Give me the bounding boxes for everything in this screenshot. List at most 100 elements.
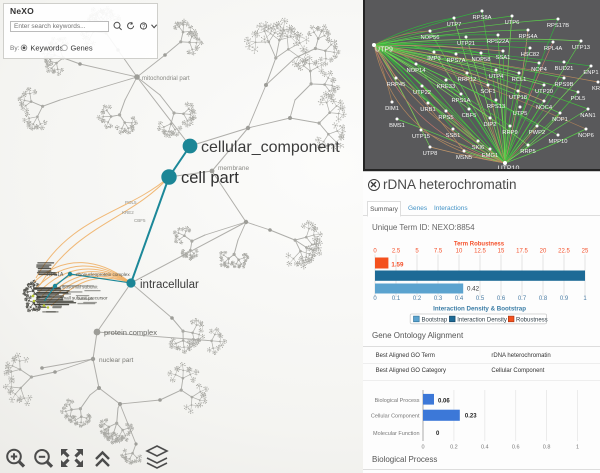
svg-text:1.59: 1.59 xyxy=(391,262,404,269)
svg-text:25: 25 xyxy=(582,249,589,255)
svg-text:RCL1: RCL1 xyxy=(512,77,527,83)
svg-text:RPS4A: RPS4A xyxy=(518,34,537,40)
svg-text:Cellular Component: Cellular Component xyxy=(371,414,420,420)
svg-text:By:: By: xyxy=(10,45,20,52)
svg-text:Keywords: Keywords xyxy=(30,43,63,52)
svg-text:0.2: 0.2 xyxy=(450,445,458,451)
svg-text:UTP6: UTP6 xyxy=(505,20,520,26)
svg-text:22.5: 22.5 xyxy=(558,249,570,255)
svg-text:Interaction Density & Bootstra: Interaction Density & Bootstrap xyxy=(433,306,526,313)
svg-text:RPS17B: RPS17B xyxy=(547,23,569,29)
svg-text:RPL4A: RPL4A xyxy=(544,46,563,52)
svg-text:UTP7: UTP7 xyxy=(447,22,462,28)
svg-text:RPS8A: RPS8A xyxy=(472,15,491,21)
svg-text:BMS1: BMS1 xyxy=(389,123,405,129)
svg-text:?: ? xyxy=(142,24,146,30)
svg-text:NOP4: NOP4 xyxy=(531,67,548,73)
svg-text:CBF5: CBF5 xyxy=(462,113,477,119)
svg-text:12.5: 12.5 xyxy=(474,249,486,255)
svg-text:0.5: 0.5 xyxy=(476,296,485,302)
svg-text:KRE33: KRE33 xyxy=(437,84,455,90)
svg-text:RPS13: RPS13 xyxy=(487,104,505,110)
svg-text:POL5: POL5 xyxy=(571,96,586,102)
svg-text:Term Robustness: Term Robustness xyxy=(454,241,505,247)
svg-text:1: 1 xyxy=(583,296,587,302)
svg-text:5: 5 xyxy=(415,249,419,255)
svg-text:UTP22: UTP22 xyxy=(413,90,431,96)
svg-text:UTP18: UTP18 xyxy=(509,95,527,101)
svg-text:0.42: 0.42 xyxy=(467,286,480,293)
svg-text:0.4: 0.4 xyxy=(455,296,464,302)
svg-text:RRP12: RRP12 xyxy=(458,77,477,83)
svg-text:RRP9: RRP9 xyxy=(502,130,517,136)
svg-text:UTP8: UTP8 xyxy=(423,151,438,157)
svg-text:NOP1: NOP1 xyxy=(552,117,568,123)
svg-text:0.1: 0.1 xyxy=(392,296,401,302)
svg-text:0.7: 0.7 xyxy=(518,296,527,302)
svg-text:0.4: 0.4 xyxy=(481,445,489,451)
svg-text:SKI6: SKI6 xyxy=(472,145,485,151)
svg-text:NOP58: NOP58 xyxy=(471,57,490,63)
svg-text:membrane: membrane xyxy=(218,165,249,172)
svg-text:SSA1: SSA1 xyxy=(496,55,511,61)
svg-text:NOP56: NOP56 xyxy=(420,35,439,41)
svg-text:1: 1 xyxy=(576,445,579,451)
svg-text:0.23: 0.23 xyxy=(465,414,477,420)
svg-text:Bootstrap: Bootstrap xyxy=(422,318,448,324)
svg-text:DIM1: DIM1 xyxy=(385,106,399,112)
svg-text:PWP2: PWP2 xyxy=(529,130,545,136)
svg-text:IMP3: IMP3 xyxy=(427,56,441,62)
svg-text:0.8: 0.8 xyxy=(539,296,548,302)
svg-text:7.5: 7.5 xyxy=(434,249,443,255)
svg-text:17.5: 17.5 xyxy=(516,249,528,255)
svg-text:0.8: 0.8 xyxy=(543,445,551,451)
svg-text:ENP1: ENP1 xyxy=(583,70,598,76)
svg-text:RPS1A: RPS1A xyxy=(451,98,470,104)
svg-text:NOP14: NOP14 xyxy=(406,68,426,74)
svg-text:Biological Process: Biological Process xyxy=(375,398,420,404)
svg-text:UTP20: UTP20 xyxy=(535,89,553,95)
svg-text:UTP21: UTP21 xyxy=(457,41,475,47)
svg-text:URB1: URB1 xyxy=(420,107,435,113)
svg-text:RRP45: RRP45 xyxy=(387,82,406,88)
svg-text:2.5: 2.5 xyxy=(392,249,401,255)
svg-text:MSN5: MSN5 xyxy=(456,155,472,161)
svg-text:ribosomal subunit: ribosomal subunit xyxy=(60,285,98,291)
svg-text:0.9: 0.9 xyxy=(560,296,569,302)
svg-text:15: 15 xyxy=(498,249,505,255)
svg-text:ribonucleoprotein complex: ribonucleoprotein complex xyxy=(76,272,130,277)
svg-text:RPS9B: RPS9B xyxy=(554,82,573,88)
svg-text:0.6: 0.6 xyxy=(512,445,520,451)
svg-text:SSB1: SSB1 xyxy=(446,133,461,139)
svg-text:Molecular Function: Molecular Function xyxy=(373,431,419,437)
svg-text:cell part: cell part xyxy=(181,169,239,187)
svg-text:UTP5: UTP5 xyxy=(513,111,528,117)
svg-text:RPS1A: RPS1A xyxy=(47,272,64,278)
svg-text:cellular_component: cellular_component xyxy=(201,139,340,156)
svg-text:20: 20 xyxy=(540,249,547,255)
svg-text:SOF1: SOF1 xyxy=(480,89,495,95)
svg-text:KRE2: KRE2 xyxy=(122,210,134,215)
svg-text:RPS7A: RPS7A xyxy=(446,58,465,64)
svg-text:0.2: 0.2 xyxy=(413,296,422,302)
svg-text:0.3: 0.3 xyxy=(434,296,443,302)
svg-text:nuclear part: nuclear part xyxy=(99,357,134,364)
svg-text:small subunit precursor: small subunit precursor xyxy=(60,296,108,301)
svg-text:0: 0 xyxy=(436,431,440,437)
svg-text:protein complex: protein complex xyxy=(104,328,157,337)
svg-text:Robustness: Robustness xyxy=(516,318,548,324)
svg-text:RPS5: RPS5 xyxy=(438,115,453,121)
svg-text:UTP10: UTP10 xyxy=(498,166,520,171)
svg-text:KRE: KRE xyxy=(592,86,600,92)
svg-text:RRP5: RRP5 xyxy=(520,149,535,155)
svg-text:RPS22A: RPS22A xyxy=(487,39,509,45)
svg-text:MPP10: MPP10 xyxy=(548,139,567,145)
svg-text:intracellular: intracellular xyxy=(140,279,199,291)
svg-text:DIP2: DIP2 xyxy=(484,122,497,128)
svg-text:EMG1: EMG1 xyxy=(482,153,498,159)
svg-text:0: 0 xyxy=(373,296,377,302)
svg-text:mitochondrial part: mitochondrial part xyxy=(142,76,190,82)
svg-text:UTP4: UTP4 xyxy=(489,74,505,80)
svg-text:POL5: POL5 xyxy=(125,200,137,205)
svg-text:0.6: 0.6 xyxy=(497,296,506,302)
